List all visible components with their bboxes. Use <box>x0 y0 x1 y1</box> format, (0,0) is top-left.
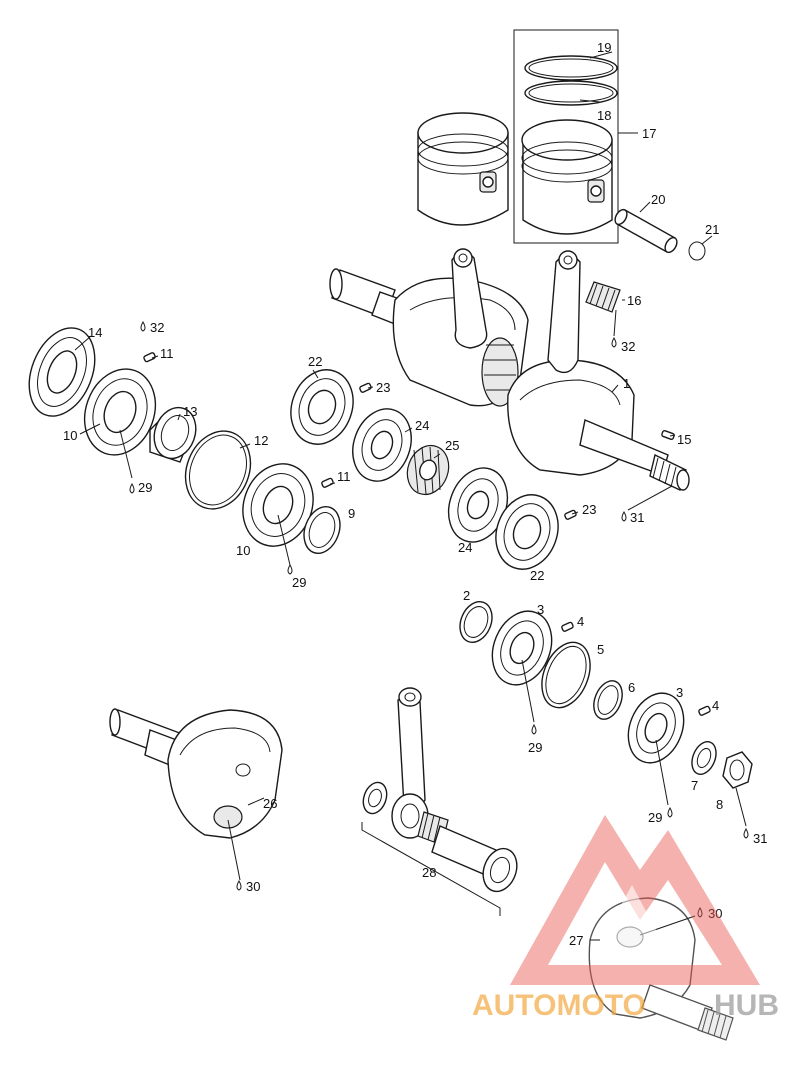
callout-9: 9 <box>348 506 355 521</box>
oil-drop-icon <box>667 806 673 818</box>
callout-32: 32 <box>150 320 164 335</box>
callout-29: 29 <box>138 480 152 495</box>
callout-22: 22 <box>308 354 322 369</box>
washer-7 <box>691 741 717 775</box>
callout-25: 25 <box>445 438 459 453</box>
o-ring-12 <box>184 430 252 510</box>
callout-31: 31 <box>630 510 644 525</box>
ball-bearing-22-upper <box>290 369 354 445</box>
callout-24: 24 <box>415 418 429 433</box>
callout-1: 1 <box>623 376 630 391</box>
callout-3: 3 <box>676 685 683 700</box>
callout-14: 14 <box>88 325 102 340</box>
oil-drop-icon <box>129 482 135 494</box>
seal-ring-24-lower <box>447 467 509 543</box>
oil-drop-icon <box>611 336 617 348</box>
lubrication-drop-icons <box>129 320 749 918</box>
piston-pin-20 <box>614 208 678 254</box>
callout-3: 3 <box>537 602 544 617</box>
oil-drop-icon <box>287 563 293 575</box>
piston-right <box>521 119 613 235</box>
o-ring-5 <box>541 641 591 709</box>
callout-6: 6 <box>628 680 635 695</box>
piston-ring-18 <box>524 80 618 106</box>
callout-4: 4 <box>577 614 584 629</box>
callout-24: 24 <box>458 540 472 555</box>
dowel-pin-11-center <box>321 477 334 488</box>
callout-10: 10 <box>63 428 77 443</box>
callout-4: 4 <box>712 698 719 713</box>
callout-32: 32 <box>621 339 635 354</box>
callout-29: 29 <box>648 810 662 825</box>
nut-8 <box>722 751 753 789</box>
oil-drop-icon <box>140 320 146 332</box>
watermark-text-automoto: AUTOMOTO <box>472 989 646 1022</box>
callout-labels: 1 2 3 3 4 4 5 6 7 8 9 10 10 11 11 12 13 … <box>63 40 767 948</box>
callout-12: 12 <box>254 433 268 448</box>
oil-seal-14 <box>28 327 96 417</box>
piston-left <box>417 112 509 226</box>
piston-ring-19 <box>524 55 618 81</box>
callout-27: 27 <box>569 933 583 948</box>
callout-20: 20 <box>651 192 665 207</box>
callout-26: 26 <box>263 796 277 811</box>
gear-25 <box>406 444 450 496</box>
conrod-kit-28 <box>361 687 518 916</box>
crankshaft-assembly-1 <box>329 248 690 491</box>
ball-bearing-22-lower <box>495 494 559 570</box>
callout-11: 11 <box>337 469 351 484</box>
callout-23: 23 <box>376 380 390 395</box>
automotohub-watermark: AUTOMOTO HUB <box>472 815 779 1022</box>
oil-drop-icon <box>621 510 627 522</box>
callout-11: 11 <box>160 346 174 361</box>
ball-bearing-3-upper <box>491 610 553 686</box>
callout-17: 17 <box>642 126 656 141</box>
ball-bearing-3-lower <box>627 692 685 764</box>
callout-30: 30 <box>246 879 260 894</box>
half-crankshaft-26 <box>109 708 283 839</box>
callout-31: 31 <box>753 831 767 846</box>
callout-15: 15 <box>677 432 691 447</box>
callout-21: 21 <box>705 222 719 237</box>
needle-bearing-16 <box>585 281 621 313</box>
dowel-pin-4-lower <box>698 705 711 716</box>
callout-19: 19 <box>597 40 611 55</box>
oil-drop-icon <box>236 879 242 891</box>
callout-29: 29 <box>292 575 306 590</box>
callout-22: 22 <box>530 568 544 583</box>
callout-18: 18 <box>597 108 611 123</box>
oil-drop-icon <box>743 827 749 839</box>
seal-ring-24-upper <box>352 408 412 482</box>
dowel-pin-23-lower <box>564 509 577 520</box>
circlip-21 <box>688 241 706 261</box>
dowel-pin-23-upper <box>359 382 372 393</box>
shim-6 <box>593 680 623 720</box>
callout-16: 16 <box>627 293 641 308</box>
shim-9 <box>303 506 341 554</box>
dowel-pin-4-upper <box>561 621 574 632</box>
ball-bearing-10-center <box>242 463 314 547</box>
oil-drop-icon <box>697 906 703 918</box>
oil-drop-icon <box>531 723 537 735</box>
callout-2: 2 <box>463 588 470 603</box>
callout-29: 29 <box>528 740 542 755</box>
callout-28: 28 <box>422 865 436 880</box>
piston-kit-frame <box>513 29 619 244</box>
dowel-pin-11-left <box>143 352 156 363</box>
watermark-text-hub: HUB <box>714 989 779 1022</box>
callout-5: 5 <box>597 642 604 657</box>
callout-13: 13 <box>183 404 197 419</box>
shim-2 <box>459 601 493 643</box>
callout-10: 10 <box>236 543 250 558</box>
callout-7: 7 <box>691 778 698 793</box>
callout-30: 30 <box>708 906 722 921</box>
ball-bearing-10-left <box>83 368 157 456</box>
callout-23: 23 <box>582 502 596 517</box>
spacer-ring-13 <box>149 406 197 463</box>
callout-8: 8 <box>716 797 723 812</box>
